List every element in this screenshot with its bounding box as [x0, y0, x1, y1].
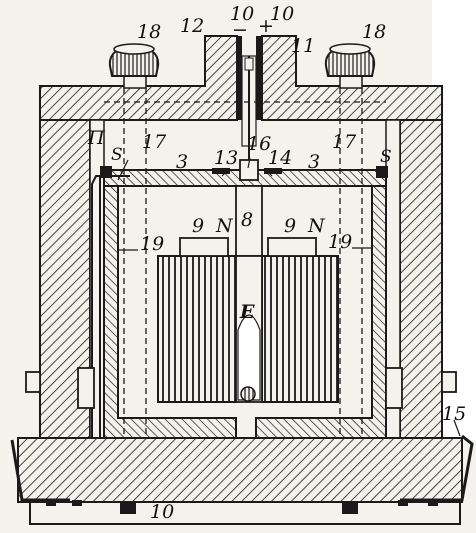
label-18-left: 18	[137, 21, 161, 43]
base	[10, 434, 474, 525]
label-p: П	[87, 127, 105, 149]
labels: 18 12 10 − + 10 11 18 П S 17 16 17 3 13 …	[87, 3, 466, 523]
electrode-right	[261, 237, 339, 403]
label-s-left: S	[111, 145, 123, 165]
label-9-left: 9	[192, 215, 204, 237]
electrode-left	[157, 237, 237, 403]
label-15: 15	[442, 403, 466, 425]
label-19-left: 19	[140, 233, 164, 255]
label-3-left: 3	[176, 151, 188, 173]
label-9-right: 9	[284, 215, 296, 237]
label-10-top-right: 10	[270, 3, 294, 25]
knob-left	[108, 43, 160, 89]
label-17-right: 17	[332, 131, 357, 153]
label-3-right: 3	[308, 151, 320, 173]
label-17-left: 17	[142, 131, 167, 153]
central-electrode	[235, 255, 263, 403]
leader-lines	[117, 157, 461, 437]
label-18-right: 18	[362, 21, 386, 43]
label-minus: −	[232, 19, 248, 41]
label-e: E	[239, 301, 255, 323]
label-plus: +	[258, 15, 274, 37]
label-13: 13	[214, 147, 238, 169]
label-s-right: S	[380, 147, 392, 167]
label-14: 14	[268, 147, 292, 169]
label-11: 11	[291, 35, 315, 57]
label-n-right: N	[307, 215, 326, 237]
label-10-top-left: 10	[230, 3, 254, 25]
knob-right	[324, 43, 376, 89]
label-12: 12	[180, 15, 204, 37]
label-19-right: 19	[328, 231, 352, 253]
label-n-left: N	[215, 215, 234, 237]
label-10-bottom: 10	[150, 501, 174, 523]
side-clamps	[25, 367, 457, 409]
label-8: 8	[241, 209, 253, 231]
label-16: 16	[247, 133, 271, 155]
